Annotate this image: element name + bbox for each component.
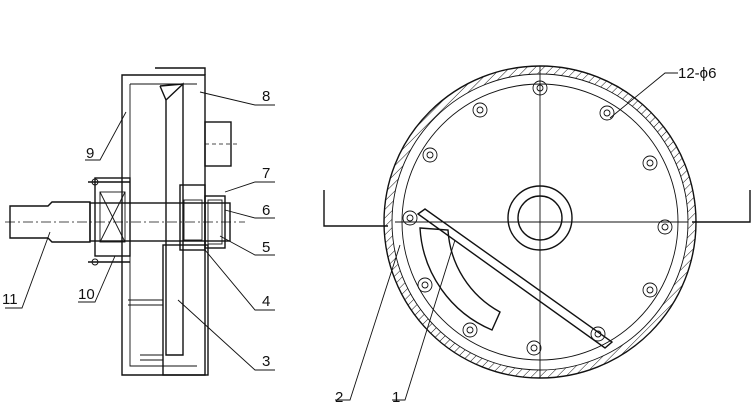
leader-11 — [5, 231, 51, 309]
bearing-housing — [94, 177, 131, 257]
label-4: 4 — [262, 293, 270, 310]
pins — [402, 80, 673, 356]
leader-5 — [219, 235, 275, 256]
front-view: 12-ϕ6 2 1 — [323, 65, 751, 406]
section-view: 8 9 7 6 5 11 10 4 3 — [2, 67, 275, 376]
housing-top-lip — [155, 67, 206, 75]
left-arm — [323, 190, 388, 227]
leader-4 — [204, 249, 275, 311]
impeller-blade-hatch — [165, 82, 184, 356]
label-9: 9 — [86, 145, 94, 162]
leader-8 — [199, 91, 275, 106]
leader-7 — [224, 181, 275, 193]
disk-crosshatch — [162, 244, 209, 376]
leader-12-phi6 — [609, 72, 678, 119]
label-1: 1 — [392, 389, 400, 406]
shaft-end — [9, 201, 91, 243]
label-5: 5 — [262, 239, 270, 256]
label-6: 6 — [262, 202, 270, 219]
leader-1 — [392, 239, 456, 401]
label-11: 11 — [2, 291, 18, 308]
leader-6 — [224, 209, 275, 219]
scraper-plate — [416, 208, 614, 349]
blade-tip — [159, 83, 184, 101]
label-12-phi6: 12-ϕ6 — [678, 65, 716, 82]
leader-3 — [177, 299, 275, 371]
hub-hatch — [183, 199, 203, 241]
bearing — [99, 191, 126, 243]
label-2: 2 — [335, 389, 343, 406]
leader-10 — [78, 255, 116, 303]
label-8: 8 — [262, 88, 270, 105]
label-7: 7 — [262, 165, 270, 182]
leader-9 — [85, 111, 127, 161]
leader-2 — [335, 244, 401, 401]
label-3: 3 — [262, 353, 270, 370]
label-10: 10 — [78, 286, 95, 303]
right-arm — [692, 190, 751, 223]
curved-block — [419, 227, 501, 331]
